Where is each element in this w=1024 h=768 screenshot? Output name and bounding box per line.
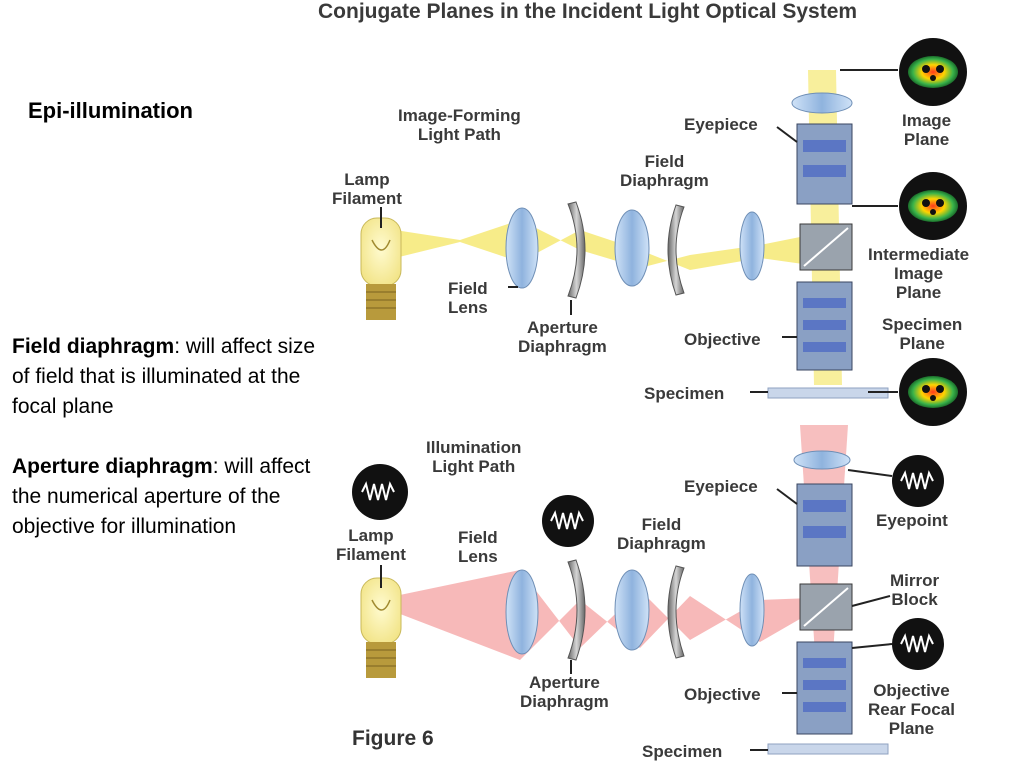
aperture-diaphragm-desc: : will affect the numerical aperture of … bbox=[12, 455, 311, 538]
lamp-bulb-icon bbox=[360, 207, 402, 320]
relay-lens-icon bbox=[614, 209, 650, 287]
image-plane-icon bbox=[899, 38, 967, 106]
microscope-column-top bbox=[767, 92, 889, 399]
field-diaphragm-icon bbox=[667, 204, 685, 296]
rear-focal-plane-label: Objective Rear Focal Plane bbox=[868, 681, 955, 738]
aperture-wave-icon bbox=[542, 495, 594, 547]
yellow-light-beam bbox=[395, 220, 810, 270]
field-diaphragm-term: Field diaphragm bbox=[12, 335, 175, 358]
figure-label: Figure 6 bbox=[352, 727, 434, 750]
eyepiece-label-bottom: Eyepiece bbox=[684, 477, 758, 496]
section-heading: Epi-illumination bbox=[28, 98, 193, 123]
aperture-diaphragm-note: Aperture diaphragm: will affect the nume… bbox=[12, 452, 332, 542]
condenser-lens-icon bbox=[739, 211, 765, 281]
aperture-diaphragm-icon-bottom bbox=[567, 559, 586, 661]
leader-lines-bottom bbox=[570, 469, 893, 751]
microscope-column-bottom bbox=[767, 450, 889, 755]
illumination-path-label: Illumination Light Path bbox=[426, 438, 522, 476]
aperture-diaphragm-label: Aperture Diaphragm bbox=[518, 318, 607, 356]
intermediate-image-plane-label: Intermediate Image Plane bbox=[868, 245, 970, 302]
aperture-diaphragm-term: Aperture diaphragm bbox=[12, 455, 213, 478]
intermediate-image-plane-icon bbox=[899, 172, 967, 240]
specimen-plane-label: Specimen Plane bbox=[882, 315, 963, 353]
red-light-beam bbox=[395, 570, 812, 660]
lamp-filament-label-bottom: Lamp Filament bbox=[336, 526, 406, 564]
field-lens-label-bottom: Field Lens bbox=[458, 528, 498, 566]
specimen-label: Specimen bbox=[644, 384, 725, 403]
field-diaphragm-note: Field diaphragm: will affect size of fie… bbox=[12, 332, 332, 422]
eyepiece-label: Eyepiece bbox=[684, 115, 758, 134]
field-lens-icon-bottom bbox=[505, 569, 539, 655]
aperture-diaphragm-icon bbox=[567, 201, 586, 299]
image-forming-diagram bbox=[360, 38, 967, 426]
field-diaphragm-icon-bottom bbox=[667, 565, 685, 659]
image-plane-label: Image Plane bbox=[902, 111, 952, 149]
mirror-block-label: Mirror Block bbox=[890, 571, 940, 609]
relay-lens-icon-bottom bbox=[614, 569, 650, 651]
diagram-title: Conjugate Planes in the Incident Light O… bbox=[318, 0, 858, 23]
field-diaphragm-desc: : will affect size of field that is illu… bbox=[12, 335, 316, 418]
eyepoint-wave-icon bbox=[892, 455, 944, 507]
illumination-diagram bbox=[352, 425, 944, 755]
specimen-label-bottom: Specimen bbox=[642, 742, 723, 761]
field-diaphragm-label: Field Diaphragm bbox=[620, 152, 709, 190]
leader-lines-top bbox=[508, 69, 898, 393]
field-lens-label: Field Lens bbox=[448, 279, 488, 317]
objective-label-bottom: Objective bbox=[684, 685, 761, 704]
rear-focal-wave-icon bbox=[892, 618, 944, 670]
lamp-wave-icon bbox=[352, 464, 408, 520]
image-forming-path-label: Image-Forming Light Path bbox=[398, 106, 521, 144]
aperture-diaphragm-label-bottom: Aperture Diaphragm bbox=[520, 673, 609, 711]
objective-label: Objective bbox=[684, 330, 761, 349]
condenser-lens-icon-bottom bbox=[739, 573, 765, 647]
lamp-filament-label: Lamp Filament bbox=[332, 170, 402, 208]
field-diaphragm-label-bottom: Field Diaphragm bbox=[617, 515, 706, 553]
eyepoint-label: Eyepoint bbox=[876, 511, 948, 530]
field-lens-icon bbox=[505, 207, 539, 289]
specimen-plane-icon bbox=[899, 358, 967, 426]
lamp-bulb-icon-bottom bbox=[360, 565, 402, 678]
notes-panel: Field diaphragm: will affect size of fie… bbox=[12, 332, 332, 572]
